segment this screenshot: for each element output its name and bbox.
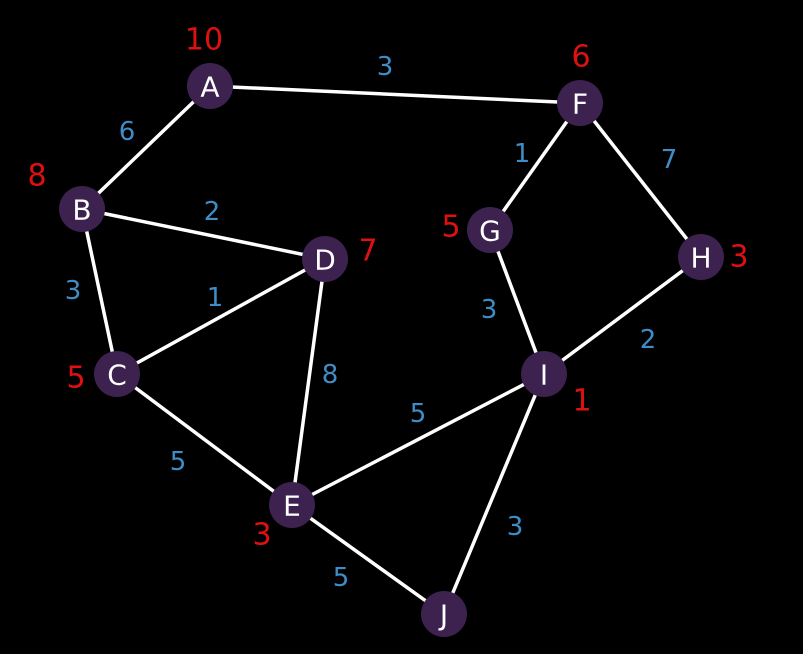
edge-b-d	[80, 207, 327, 261]
edge-weights-layer: 3 6 2 3 1 8 5 5 5 3 1 7 3 2	[65, 52, 678, 593]
edge-b-c	[80, 207, 119, 376]
edge-weight-h-i: 2	[640, 325, 657, 355]
edges-layer	[80, 84, 703, 616]
node-value-d: 7	[358, 234, 377, 269]
edge-weight-i-j: 3	[507, 512, 524, 542]
nodes-layer: A B C D E F G H I J	[59, 63, 724, 637]
node-circle-e	[269, 482, 315, 528]
edge-c-d	[115, 257, 327, 376]
edge-f-g	[488, 101, 582, 232]
node-circle-h	[678, 234, 724, 280]
node-h: H	[678, 234, 724, 280]
node-value-h: 3	[729, 240, 748, 275]
node-value-f: 6	[571, 40, 590, 75]
node-circle-g	[467, 207, 513, 253]
node-value-i: 1	[572, 384, 591, 419]
node-label-b: B	[72, 194, 91, 227]
edge-g-i	[488, 228, 546, 376]
node-g: G	[467, 207, 513, 253]
node-circle-i	[521, 351, 567, 397]
edge-weight-f-h: 7	[661, 145, 678, 175]
node-value-g: 5	[441, 210, 460, 245]
node-label-c: C	[107, 359, 127, 392]
node-e: E	[269, 482, 315, 528]
node-f: F	[557, 80, 603, 126]
edge-a-f	[208, 84, 582, 105]
edge-d-e	[290, 257, 327, 507]
edge-weight-d-e: 8	[322, 360, 339, 390]
node-circle-b	[59, 186, 105, 232]
edge-weight-e-i: 5	[410, 399, 427, 429]
edge-weight-g-i: 3	[481, 295, 498, 325]
node-label-j: J	[438, 599, 448, 632]
edge-weight-b-c: 3	[65, 276, 82, 306]
node-label-i: I	[540, 359, 548, 392]
edge-weight-b-d: 2	[204, 197, 221, 227]
edge-f-h	[578, 101, 703, 259]
edge-i-j	[442, 372, 546, 616]
node-circle-c	[94, 351, 140, 397]
node-circle-d	[302, 236, 348, 282]
edge-e-i	[290, 372, 546, 507]
node-label-g: G	[479, 215, 501, 248]
node-circle-j	[421, 591, 467, 637]
node-circle-f	[557, 80, 603, 126]
edge-weight-c-e: 5	[170, 447, 187, 477]
node-label-a: A	[200, 71, 219, 104]
edge-weight-e-j: 5	[333, 563, 350, 593]
node-value-b: 8	[27, 159, 46, 194]
edge-e-j	[290, 503, 446, 616]
edge-weight-c-d: 1	[207, 283, 224, 313]
node-values-layer: 10 8 5 7 3 6 5 3 1	[27, 23, 748, 553]
node-value-e: 3	[252, 518, 271, 553]
edge-a-b	[80, 84, 212, 211]
edge-c-e	[115, 372, 294, 507]
edge-h-i	[542, 255, 703, 376]
node-d: D	[302, 236, 348, 282]
node-value-a: 10	[185, 23, 223, 58]
node-b: B	[59, 186, 105, 232]
node-c: C	[94, 351, 140, 397]
edge-weight-a-f: 3	[377, 52, 394, 82]
edge-weight-f-g: 1	[514, 139, 531, 169]
node-i: I	[521, 351, 567, 397]
node-label-e: E	[283, 490, 301, 523]
node-label-h: H	[690, 242, 711, 275]
node-label-d: D	[314, 244, 336, 277]
node-label-f: F	[572, 88, 588, 121]
node-circle-a	[187, 63, 233, 109]
node-j: J	[421, 591, 467, 637]
edge-weight-a-b: 6	[119, 117, 136, 147]
node-value-c: 5	[66, 361, 85, 396]
node-a: A	[187, 63, 233, 109]
